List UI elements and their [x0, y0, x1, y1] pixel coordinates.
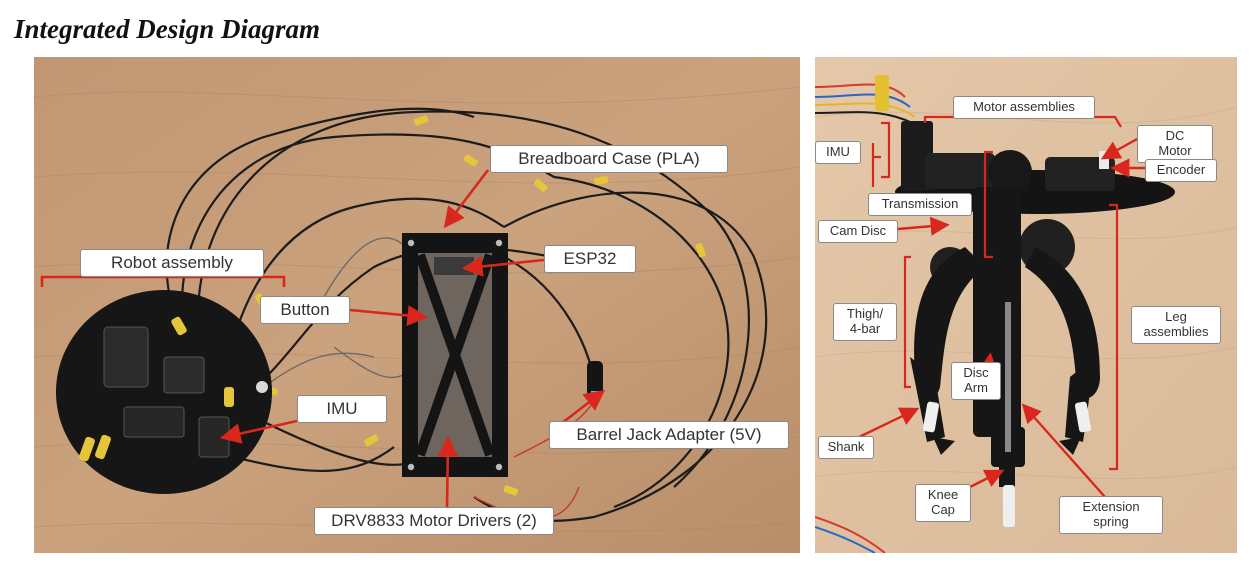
extension-spring [1005, 302, 1011, 452]
thigh-line1: Thigh/ [846, 306, 884, 321]
shank-tips [933, 437, 1081, 455]
label-button: Button [260, 296, 350, 324]
system-photo-panel: Breadboard Case (PLA) ESP32 Robot assemb… [34, 57, 800, 553]
label-imu: IMU [815, 141, 861, 164]
foot-pads [922, 401, 1092, 527]
robot-assembly-bracket [40, 275, 286, 287]
label-transmission: Transmission [868, 193, 972, 216]
disc-arm-line1: Disc [963, 365, 989, 380]
heatshrink-sleeve [875, 75, 889, 111]
knee-cap-line2: Cap [931, 501, 955, 517]
label-extension-spring: Extension spring [1059, 496, 1163, 534]
spring-line1: Extension [1082, 499, 1140, 514]
dc-motor-line2: Motor [1158, 142, 1192, 158]
label-thigh: Thigh/ 4-bar [833, 303, 897, 341]
knee-cap-line1: Knee [927, 487, 959, 502]
label-shank: Shank [818, 436, 874, 459]
label-robot-assembly: Robot assembly [80, 249, 264, 277]
esp32-board [434, 257, 474, 275]
leg-line1: Leg [1165, 309, 1187, 324]
spring-line2: spring [1093, 513, 1129, 529]
case-crossbars [415, 253, 495, 457]
label-leg-assemblies: Leg assemblies [1131, 306, 1221, 344]
label-imu: IMU [297, 395, 387, 423]
label-encoder: Encoder [1145, 159, 1217, 182]
leg-photo-panel: Motor assemblies DC Motor IMU Encoder Tr… [815, 57, 1237, 553]
label-disc-arm: Disc Arm [951, 362, 1001, 400]
label-breadboard-case: Breadboard Case (PLA) [490, 145, 728, 173]
label-barrel-jack: Barrel Jack Adapter (5V) [549, 421, 789, 449]
leg-line2: assemblies [1143, 323, 1209, 339]
label-cam-disc: Cam Disc [818, 220, 898, 243]
page-title: Integrated Design Diagram [14, 14, 321, 44]
label-motor-assemblies: Motor assemblies [953, 96, 1095, 119]
case-screws [407, 239, 503, 471]
system-photo [34, 57, 800, 553]
label-esp32: ESP32 [544, 245, 636, 273]
dc-motor-line1: DC [1165, 128, 1185, 143]
label-motor-drivers: DRV8833 Motor Drivers (2) [314, 507, 554, 535]
pointer-arrows [219, 169, 606, 510]
label-knee-cap: Knee Cap [915, 484, 971, 522]
disc-arm-line2: Arm [964, 379, 988, 395]
label-dc-motor: DC Motor [1137, 125, 1213, 163]
thigh-line2: 4-bar [849, 320, 881, 336]
